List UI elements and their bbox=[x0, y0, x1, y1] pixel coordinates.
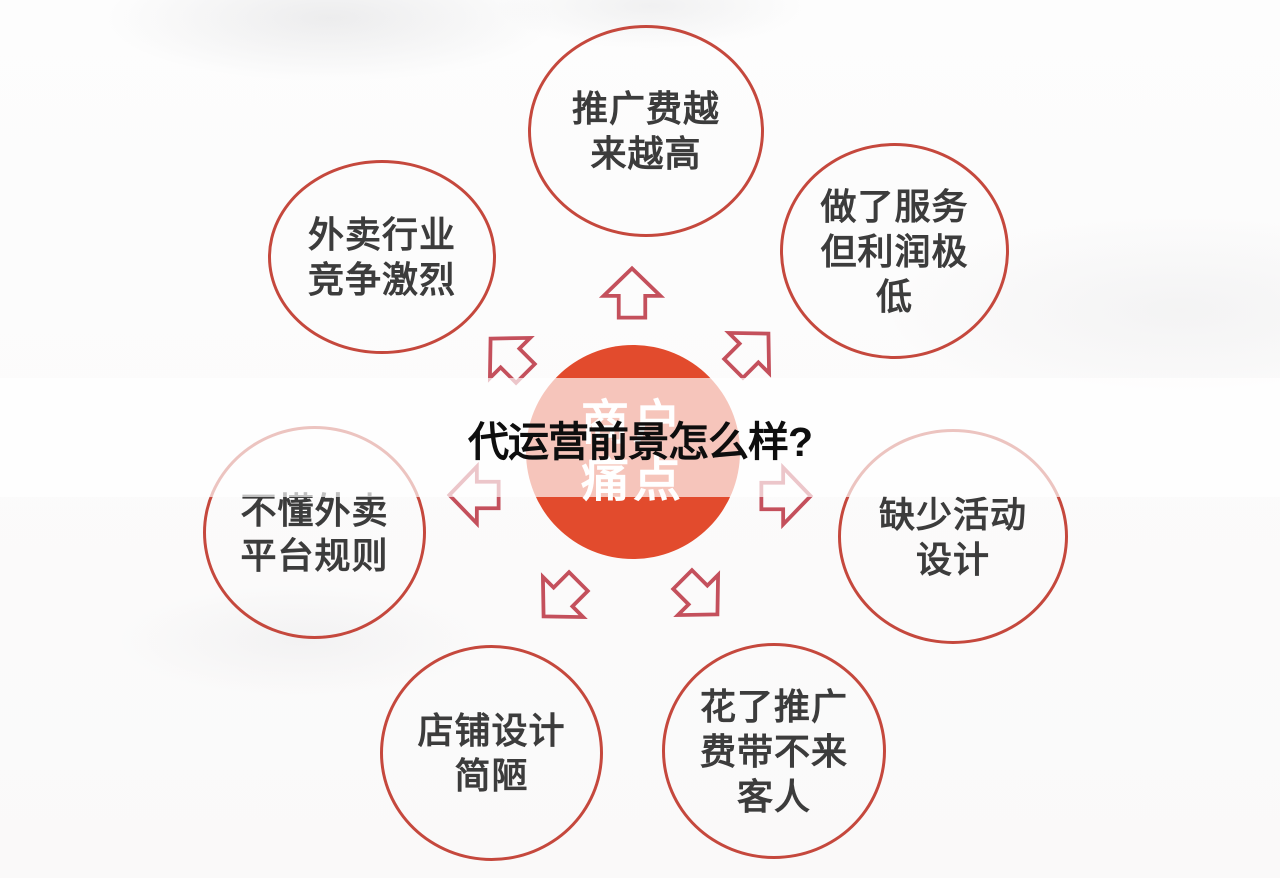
arrow-up-icon bbox=[598, 265, 666, 320]
node-line: 设计 bbox=[915, 538, 990, 580]
node-activity-design: 缺少活动 设计 bbox=[838, 429, 1068, 644]
node-line: 平台规则 bbox=[240, 534, 389, 576]
node-line: 缺少活动 bbox=[878, 493, 1027, 535]
node-label: 推广费越 来越高 bbox=[572, 86, 720, 176]
node-line: 来越高 bbox=[590, 133, 702, 174]
node-label: 店铺设计 简陋 bbox=[417, 708, 565, 798]
arrow-down-right-icon bbox=[670, 567, 721, 618]
node-promo-no-customers: 花了推广 费带不来 客人 bbox=[662, 643, 886, 859]
node-industry-competition: 外卖行业 竞争激烈 bbox=[268, 160, 496, 354]
node-service-low-profit: 做了服务 但利润极 低 bbox=[780, 143, 1009, 359]
node-line: 客人 bbox=[736, 775, 811, 817]
arrow-up-left-icon bbox=[487, 335, 538, 386]
arrow-down-left-icon bbox=[540, 569, 591, 620]
node-shop-design: 店铺设计 简陋 bbox=[380, 645, 603, 861]
page-title: 代运营前景怎么样? bbox=[467, 418, 813, 465]
node-line: 花了推广 bbox=[699, 685, 848, 727]
node-line: 外卖行业 bbox=[307, 214, 456, 255]
node-line: 店铺设计 bbox=[417, 710, 566, 751]
node-label: 不懂外卖 平台规则 bbox=[240, 488, 388, 578]
node-line: 费带不来 bbox=[699, 730, 848, 772]
arrow-up-right-icon bbox=[721, 330, 772, 381]
node-line: 简陋 bbox=[454, 755, 529, 796]
node-line: 但利润极 bbox=[820, 230, 969, 272]
node-line: 低 bbox=[875, 275, 913, 317]
node-line: 做了服务 bbox=[820, 185, 969, 227]
node-label: 花了推广 费带不来 客人 bbox=[700, 684, 848, 819]
node-label: 做了服务 但利润极 低 bbox=[820, 184, 968, 319]
node-label: 外卖行业 竞争激烈 bbox=[308, 212, 456, 302]
node-promotion-cost: 推广费越 来越高 bbox=[528, 25, 764, 237]
node-line: 竞争激烈 bbox=[307, 259, 456, 300]
node-line: 推广费越 bbox=[571, 88, 720, 129]
title-banner: 代运营前景怎么样? bbox=[0, 378, 1280, 497]
node-label: 缺少活动 设计 bbox=[879, 492, 1027, 582]
